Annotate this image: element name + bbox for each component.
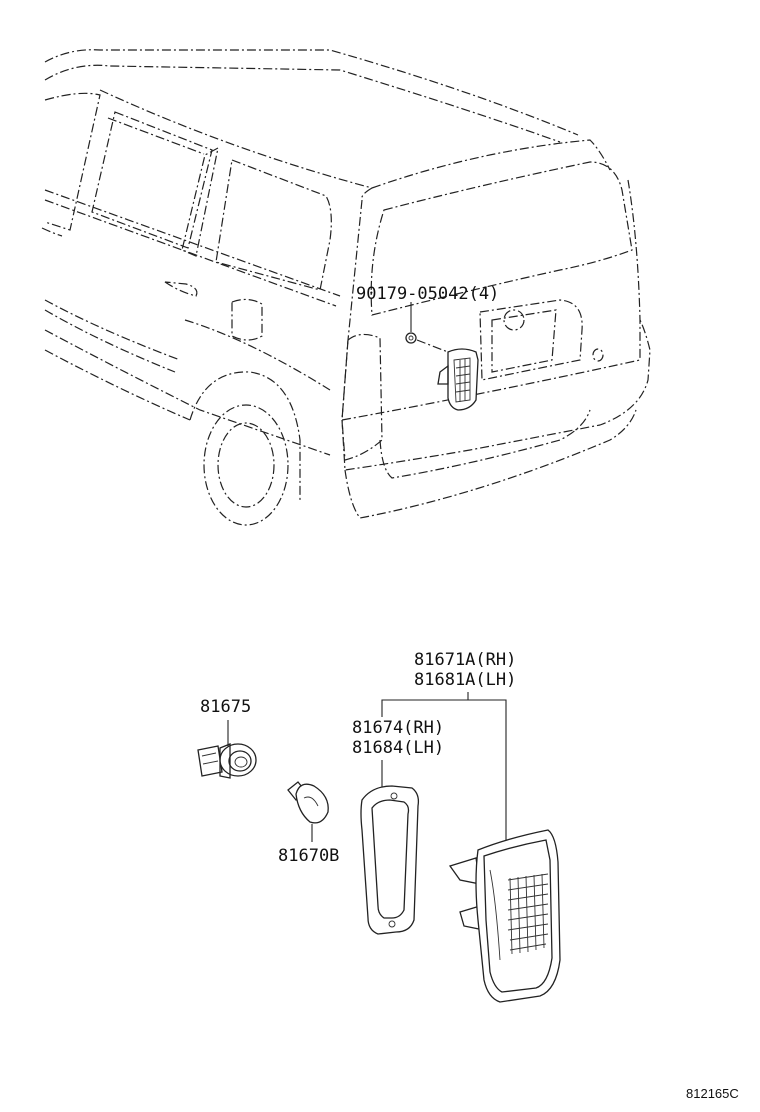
lens-bracket-leader — [381, 699, 507, 840]
label-gasket-rh: 81674(RH) — [352, 718, 444, 738]
lens-grid-pattern — [507, 873, 549, 955]
label-nut: 90179-05042(4) — [356, 284, 499, 304]
label-lens-lh: 81681A(LH) — [414, 670, 516, 690]
label-socket: 81675 — [200, 697, 251, 717]
figure-code: 812165C — [686, 1086, 739, 1101]
lamp-gasket — [360, 785, 420, 935]
label-gasket-lh: 81684(LH) — [352, 738, 444, 758]
installed-lamp — [437, 348, 479, 411]
nut-phantom-leader — [416, 339, 449, 353]
vehicle-outline — [41, 49, 651, 526]
nut-on-vehicle — [405, 332, 417, 344]
wedge-bulb — [287, 781, 329, 824]
label-bulb: 81670B — [278, 846, 339, 866]
bulb-socket — [197, 743, 257, 779]
lamp-lens-assembly — [448, 829, 561, 1003]
label-lens-rh: 81671A(RH) — [414, 650, 516, 670]
